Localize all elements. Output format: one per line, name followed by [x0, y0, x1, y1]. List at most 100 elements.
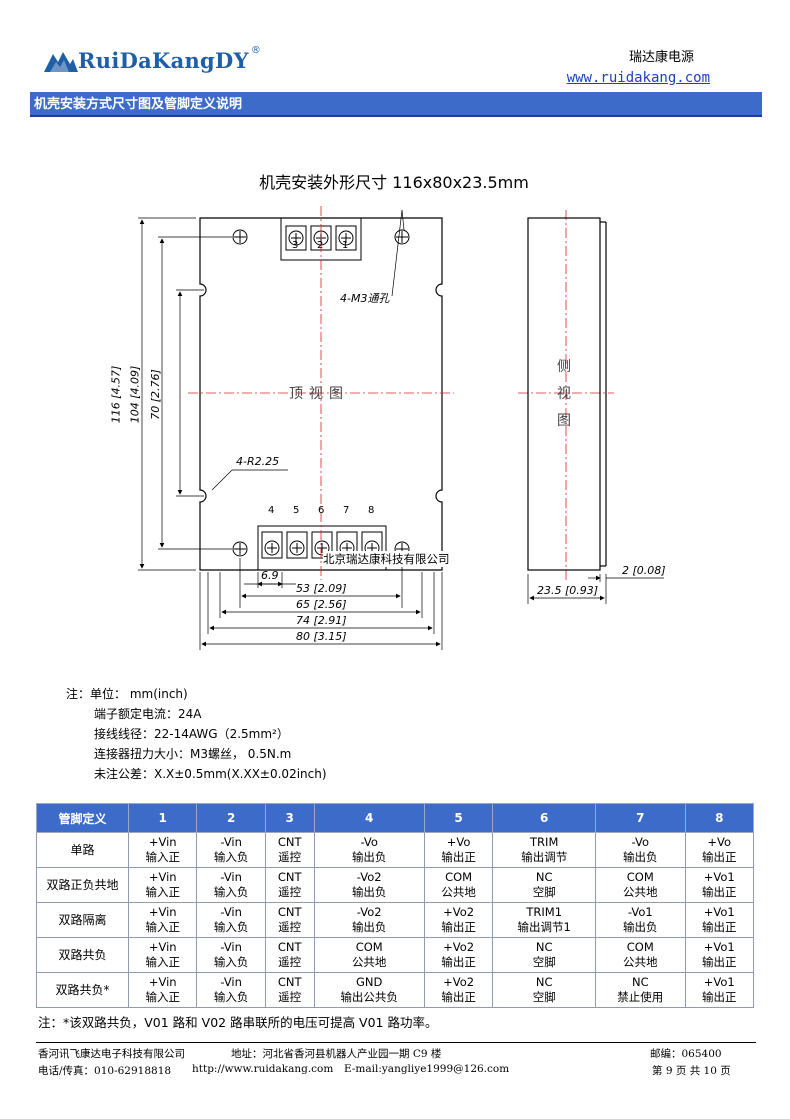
pin-signal: -Vin [220, 940, 242, 954]
dim-side-thickness: 2 [0.08] [622, 564, 666, 577]
pin-signal: +Vo [446, 835, 471, 849]
footer: 香河讯飞康达电子科技有限公司 地址：河北省香河县机器人产业园一期 C9 楼 邮编… [38, 1046, 754, 1078]
dim-width-65: 65 [2.56] [296, 598, 347, 611]
pin-signal: +Vo2 [443, 940, 475, 954]
footer-email[interactable]: E-mail:yangliye1999@126.com [344, 1063, 510, 1075]
pin-signal: +Vin [148, 940, 177, 954]
top-terminal-block [280, 217, 362, 261]
pin-description: 输出调节 [521, 850, 568, 864]
dim-width-6-9: 6.9 [261, 569, 279, 582]
pin-description: 公共地 [351, 955, 387, 969]
pin-description: 输入负 [213, 955, 249, 969]
pin-description: 输出负 [623, 920, 658, 934]
bottom-pin-4-label: 4 [268, 505, 275, 516]
pin-signal: -Vo [631, 835, 650, 849]
pin-description: 输出公共负 [340, 990, 398, 1004]
pin-description: 遥控 [278, 955, 302, 969]
pin-signal: -Vin [220, 905, 242, 919]
pin-signal: COM [626, 940, 654, 954]
table-header-row: 管脚定义 1 2 3 4 5 6 7 8 [36, 803, 754, 833]
website-link[interactable]: www.ruidakang.com [566, 70, 710, 86]
pin-description: 输入负 [213, 850, 249, 864]
pin-signal: -Vo2 [356, 870, 382, 884]
watermark-text: 北京瑞达康科技有限公司 [323, 551, 450, 567]
note-current: 端子额定电流：24A [94, 707, 202, 721]
pin-signal: +Vo1 [703, 905, 735, 919]
side-view-label: 侧视图 [557, 359, 571, 429]
dim-width-80: 80 [3.15] [296, 630, 347, 643]
pin-description: 遥控 [278, 990, 302, 1004]
table-header: 4 [313, 803, 425, 833]
footer-phone: 电话/传真：010-62918818 [38, 1065, 172, 1077]
pin-description: 输出正 [702, 955, 737, 969]
bottom-pin-7-label: 7 [343, 505, 350, 516]
pin-description: 输出负 [351, 885, 387, 899]
pin-signal: COM [355, 940, 383, 954]
table-header: 3 [264, 803, 315, 833]
pin-signal: -Vin [220, 835, 242, 849]
pin-signal: NC [631, 975, 649, 989]
row-name-cell: 双路正负共地 [36, 867, 129, 903]
pin-signal: -Vo2 [356, 905, 382, 919]
dim-height-116: 116 [4.57] [109, 365, 123, 424]
pin-description: 输出正 [441, 990, 476, 1004]
bottom-pin-6-label: 6 [318, 505, 325, 516]
top-pin-3-label: 3 [292, 240, 299, 251]
pin-description: 输出正 [441, 850, 476, 864]
note-wire: 接线线径：22-14AWG（2.5mm²） [94, 727, 289, 741]
pin-description: 输入正 [145, 990, 180, 1004]
table-header: 管脚定义 [36, 803, 129, 833]
pin-description: 遥控 [278, 920, 302, 934]
row-name-cell: 单路 [36, 832, 129, 868]
pin-description: 禁止使用 [617, 990, 664, 1004]
row-name-cell: 双路共负 [36, 937, 129, 973]
footer-url[interactable]: http://www.ruidakang.com [192, 1063, 334, 1075]
pin-description: 输入正 [145, 885, 180, 899]
company-name: 瑞达康电源 [628, 50, 694, 65]
bottom-pin-8-label: 8 [368, 505, 375, 516]
bottom-terminal-block [257, 525, 387, 571]
mountain-logo-icon [44, 51, 78, 72]
pin-signal: +Vo [707, 835, 732, 849]
pin-description: 输入负 [213, 990, 249, 1004]
radius-callout: 4-R2.25 [236, 455, 280, 468]
pin-description: 遥控 [278, 850, 302, 864]
dim-height-104: 104 [4.09] [128, 365, 142, 424]
pin-signal: +Vo1 [703, 975, 735, 989]
pin-description: 输出负 [351, 920, 387, 934]
note-unit: 注：单位： mm(inch) [66, 687, 188, 701]
pin-description: 空脚 [532, 885, 556, 899]
pin-signal: CNT [277, 940, 302, 954]
pin-description: 输出正 [702, 885, 737, 899]
footer-company: 香河讯飞康达电子科技有限公司 [38, 1048, 185, 1060]
pin-signal: +Vin [148, 975, 177, 989]
table-header: 7 [595, 803, 686, 833]
note-tolerance: 未注公差：X.X±0.5mm(X.XX±0.02inch) [94, 767, 327, 781]
